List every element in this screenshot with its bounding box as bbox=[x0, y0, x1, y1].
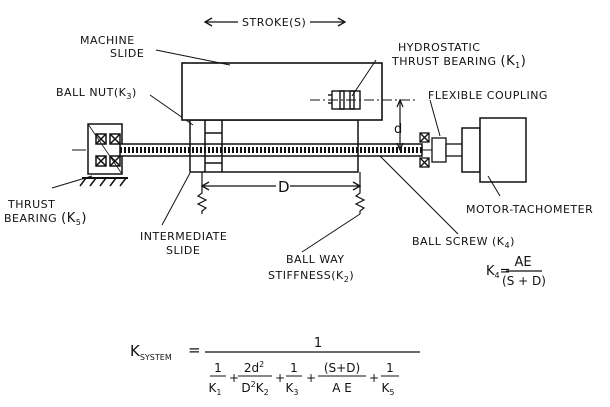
svg-text:K4=: K4= bbox=[486, 264, 511, 280]
ball-screw-label: BALL SCREW (K4) bbox=[412, 235, 515, 250]
svg-text:K5: K5 bbox=[382, 381, 395, 397]
svg-text:1: 1 bbox=[290, 361, 298, 375]
hydrostatic-label: HYDROSTATIC bbox=[398, 41, 480, 54]
ball-way-leader bbox=[301, 213, 361, 253]
ball-screw-shaft bbox=[119, 143, 423, 157]
thrust-bearing-leader bbox=[51, 175, 93, 189]
intermediate-slide-label-2: SLIDE bbox=[166, 244, 200, 257]
D-label: D bbox=[278, 178, 290, 196]
thrust-bearing-label: THRUST bbox=[7, 198, 55, 211]
ball-nut-label: BALL NUT(K3) bbox=[56, 86, 137, 101]
ball-way-label-2: STIFFNESS(K2) bbox=[268, 269, 354, 284]
svg-text:+: + bbox=[306, 371, 316, 385]
svg-text:D2K2: D2K2 bbox=[241, 380, 268, 397]
svg-text:1: 1 bbox=[314, 336, 322, 351]
machine-slide-leader bbox=[155, 49, 231, 66]
svg-text:2d2: 2d2 bbox=[244, 360, 264, 375]
motor-tachometer-leader bbox=[487, 175, 501, 197]
flexible-coupling-label: FLEXIBLE COUPLING bbox=[428, 89, 548, 102]
svg-text:K1: K1 bbox=[209, 381, 222, 397]
svg-text:K3: K3 bbox=[286, 381, 299, 397]
svg-text:1: 1 bbox=[214, 361, 222, 375]
svg-text:+: + bbox=[275, 371, 285, 385]
svg-text:AE: AE bbox=[514, 255, 531, 270]
svg-text:+: + bbox=[369, 371, 379, 385]
d-dimension bbox=[396, 98, 404, 152]
stroke-dimension bbox=[203, 17, 347, 27]
svg-text:+: + bbox=[229, 371, 239, 385]
svg-text:1: 1 bbox=[386, 361, 394, 375]
thrust-bearing-label-2: BEARING (K5) bbox=[4, 211, 87, 227]
ball-screw-leader bbox=[379, 155, 459, 235]
ball-way-label: BALL WAY bbox=[286, 253, 345, 266]
svg-text:(S+D): (S+D) bbox=[324, 361, 360, 375]
svg-text:(S + D): (S + D) bbox=[502, 274, 546, 288]
k4-formula: K4= AE (S + D) bbox=[486, 255, 546, 288]
hydrostatic-leader bbox=[351, 59, 377, 97]
stroke-label: STROKE(S) bbox=[242, 16, 306, 29]
thrust-bearing-k5 bbox=[79, 123, 128, 187]
d-label: d bbox=[394, 122, 402, 137]
machine-slide-label: MACHINE bbox=[80, 34, 135, 47]
intermediate-slide-leader bbox=[161, 172, 191, 226]
svg-text:=: = bbox=[188, 341, 201, 359]
machine-slide-label-2: SLIDE bbox=[110, 47, 144, 60]
flexible-coupling bbox=[419, 132, 465, 168]
spring-right bbox=[354, 172, 366, 214]
k-system-formula: KSYSTEM = 1 1 K1 + 2d2 D2K2 + 1 K3 + (S+… bbox=[130, 336, 420, 397]
spring-left bbox=[196, 172, 208, 214]
svg-text:A E: A E bbox=[332, 381, 352, 395]
motor-tachometer-label: MOTOR-TACHOMETER bbox=[466, 203, 593, 216]
flexible-coupling-leader bbox=[429, 99, 441, 137]
D-dimension bbox=[200, 181, 362, 191]
motor-tachometer bbox=[461, 117, 527, 183]
intermediate-slide-label: INTERMEDIATE bbox=[140, 230, 227, 243]
svg-text:KSYSTEM: KSYSTEM bbox=[130, 342, 172, 362]
hydrostatic-label-2: THRUST BEARING (K1) bbox=[391, 54, 526, 70]
